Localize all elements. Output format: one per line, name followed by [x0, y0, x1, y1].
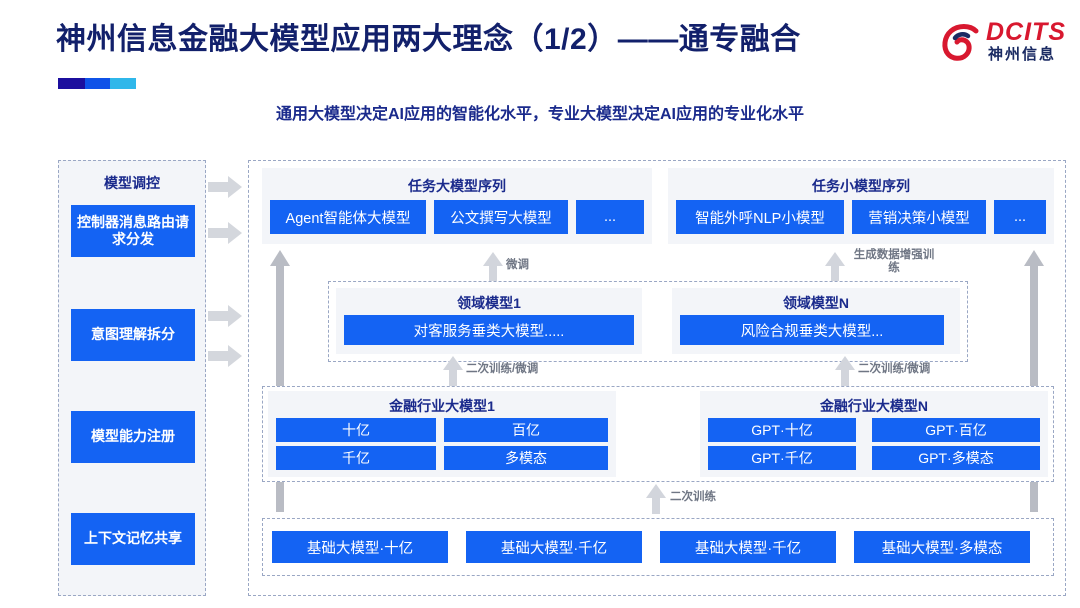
accent-segment-2 — [84, 78, 111, 89]
industry-cell-1-1-label: GPT·百亿 — [925, 422, 987, 438]
dcits-swirl-icon — [942, 24, 979, 61]
industry-cell-1-0-label: GPT·十亿 — [751, 422, 813, 438]
domain-model-panel-1: 领域模型N 风险合规垂类大模型... — [672, 288, 960, 354]
right-arrow-icon-2 — [208, 305, 242, 327]
page-title: 神州信息金融大模型应用两大理念（1/2）——通专融合 — [56, 23, 801, 56]
domain-model-item-1[interactable]: 风险合规垂类大模型... — [680, 315, 944, 345]
task-model-1-1[interactable]: 营销决策小模型 — [852, 200, 986, 234]
logo-chinese-text: 神州信息 — [988, 46, 1057, 63]
base-model-1[interactable]: 基础大模型·千亿 — [466, 531, 642, 563]
task-model-0-1-label: 公文撰写大模型 — [450, 210, 552, 227]
task-sequence-title-1: 任务小模型序列 — [812, 178, 910, 194]
base-model-0[interactable]: 基础大模型·十亿 — [272, 531, 448, 563]
industry-model-panel-0: 金融行业大模型1 十亿 百亿 千亿 多模态 — [268, 391, 616, 477]
task-model-0-2[interactable]: ... — [576, 200, 644, 234]
title-accent-bar — [58, 78, 136, 89]
industry-cell-1-2-label: GPT·千亿 — [751, 450, 813, 466]
task-model-1-1-label: 营销决策小模型 — [868, 210, 970, 227]
industry-model-panel-1: 金融行业大模型N GPT·十亿 GPT·百亿 GPT·千亿 GPT·多模态 — [700, 391, 1048, 477]
right-arrow-icon-3 — [208, 345, 242, 367]
page-subtitle: 通用大模型决定AI应用的智能化水平，专业大模型决定AI应用的专业化水平 — [275, 106, 804, 123]
arrow-label-retrain-right: 二次训练/微调 — [858, 363, 931, 375]
industry-cell-1-0[interactable]: GPT·十亿 — [708, 418, 856, 442]
base-model-3-label: 基础大模型·多模态 — [881, 540, 1003, 557]
arrow-label-data-augment: 生成数据增强训练 — [853, 249, 935, 275]
industry-cell-0-2[interactable]: 千亿 — [276, 446, 436, 470]
left-item-0-label: 控制器消息路由请求分发 — [77, 213, 189, 248]
left-item-2[interactable]: 模型能力注册 — [71, 411, 195, 463]
industry-cell-1-3-label: GPT·多模态 — [918, 450, 994, 466]
task-model-0-2-label: ... — [603, 209, 617, 225]
industry-model-title-1: 金融行业大模型N — [819, 398, 929, 414]
left-item-3[interactable]: 上下文记忆共享 — [71, 513, 195, 565]
model-control-title: 模型调控 — [104, 175, 160, 191]
task-model-1-0[interactable]: 智能外呼NLP小模型 — [676, 200, 844, 234]
industry-cell-0-1[interactable]: 百亿 — [444, 418, 608, 442]
left-item-3-label: 上下文记忆共享 — [84, 530, 182, 547]
base-model-2[interactable]: 基础大模型·千亿 — [660, 531, 836, 563]
logo-latin-text: DCITS — [986, 18, 1066, 46]
task-model-1-2-label: ... — [1013, 209, 1027, 225]
industry-cell-0-0-label: 十亿 — [342, 422, 370, 438]
accent-segment-1 — [58, 78, 85, 89]
up-arrow-icon-retrain-right — [835, 356, 855, 386]
domain-model-panel-0: 领域模型1 对客服务垂类大模型..... — [336, 288, 642, 354]
task-model-0-0-label: Agent智能体大模型 — [285, 210, 411, 227]
left-item-1[interactable]: 意图理解拆分 — [71, 309, 195, 361]
domain-model-item-1-label: 风险合规垂类大模型... — [740, 323, 884, 340]
industry-cell-0-3-label: 多模态 — [505, 450, 547, 466]
base-model-1-label: 基础大模型·千亿 — [500, 540, 608, 557]
up-arrow-icon-retrain-left — [443, 356, 463, 386]
accent-segment-3 — [110, 78, 136, 89]
base-model-2-label: 基础大模型·千亿 — [694, 540, 802, 557]
task-sequence-panel-1: 任务小模型序列 智能外呼NLP小模型 营销决策小模型 ... — [668, 168, 1054, 244]
left-item-1-label: 意图理解拆分 — [91, 326, 175, 343]
task-model-0-1[interactable]: 公文撰写大模型 — [434, 200, 568, 234]
task-model-1-0-label: 智能外呼NLP小模型 — [695, 210, 825, 227]
domain-model-title-1: 领域模型N — [782, 295, 850, 311]
up-arrow-icon-tall-right — [1024, 250, 1044, 512]
arrow-label-fine-tune: 微调 — [506, 259, 529, 271]
industry-cell-1-1[interactable]: GPT·百亿 — [872, 418, 1040, 442]
up-arrow-icon-tall-left — [270, 250, 290, 512]
base-model-0-label: 基础大模型·十亿 — [306, 540, 414, 557]
industry-cell-0-1-label: 百亿 — [512, 422, 540, 438]
up-arrow-icon-data-augment — [825, 252, 845, 282]
up-arrow-icon-retrain — [646, 484, 666, 514]
domain-model-item-0-label: 对客服务垂类大模型..... — [413, 323, 565, 340]
left-item-0[interactable]: 控制器消息路由请求分发 — [71, 205, 195, 257]
industry-cell-0-3[interactable]: 多模态 — [444, 446, 608, 470]
model-control-panel: 模型调控 控制器消息路由请求分发 意图理解拆分 模型能力注册 上下文记忆共享 — [58, 160, 206, 596]
up-arrow-icon-fine-tune — [483, 252, 503, 282]
domain-model-title-0: 领域模型1 — [457, 295, 521, 311]
right-arrow-icon-0 — [208, 176, 242, 198]
domain-model-item-0[interactable]: 对客服务垂类大模型..... — [344, 315, 634, 345]
company-logo: DCITS 神州信息 — [938, 18, 1066, 74]
task-model-1-2[interactable]: ... — [994, 200, 1046, 234]
base-model-3[interactable]: 基础大模型·多模态 — [854, 531, 1030, 563]
left-item-2-label: 模型能力注册 — [91, 428, 175, 445]
arrow-label-retrain: 二次训练 — [670, 491, 716, 503]
industry-cell-0-0[interactable]: 十亿 — [276, 418, 436, 442]
industry-model-title-0: 金融行业大模型1 — [389, 398, 495, 414]
industry-cell-1-2[interactable]: GPT·千亿 — [708, 446, 856, 470]
task-sequence-panel-0: 任务大模型序列 Agent智能体大模型 公文撰写大模型 ... — [262, 168, 652, 244]
task-sequence-title-0: 任务大模型序列 — [408, 178, 506, 194]
industry-cell-0-2-label: 千亿 — [342, 450, 370, 466]
arrow-label-retrain-left: 二次训练/微调 — [466, 363, 539, 375]
right-arrow-icon-1 — [208, 222, 242, 244]
task-model-0-0[interactable]: Agent智能体大模型 — [270, 200, 426, 234]
industry-cell-1-3[interactable]: GPT·多模态 — [872, 446, 1040, 470]
